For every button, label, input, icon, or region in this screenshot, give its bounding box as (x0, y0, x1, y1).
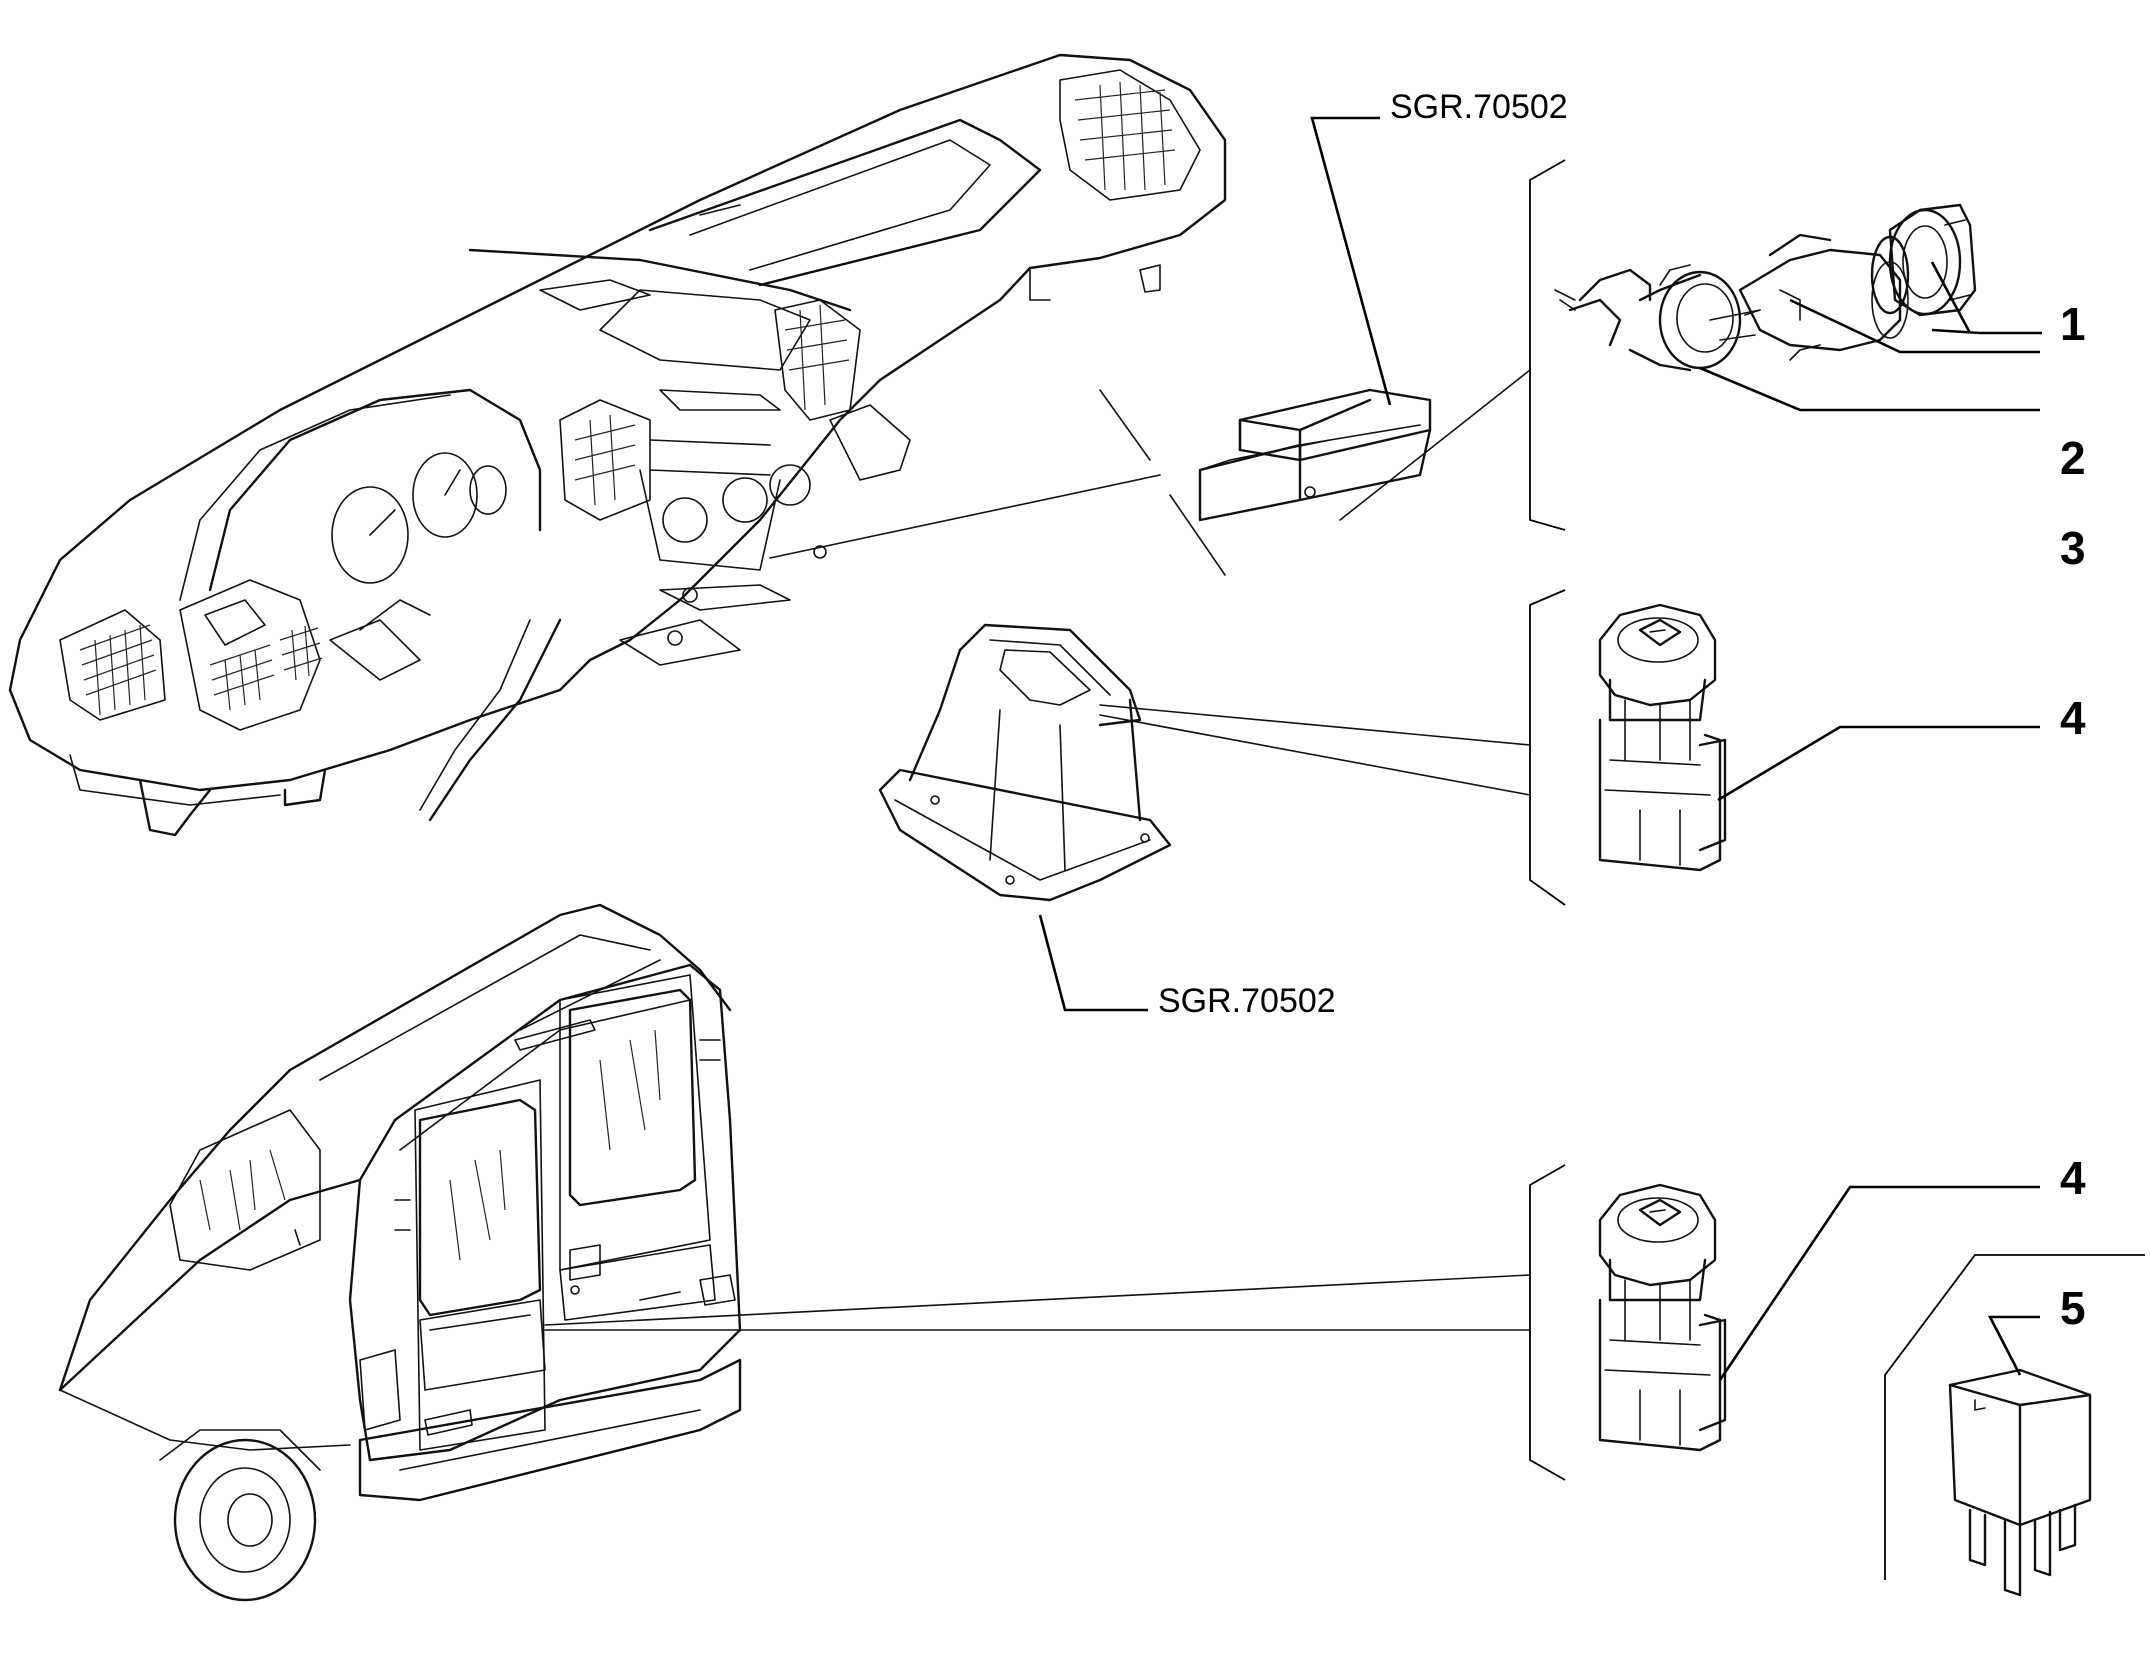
top-right-vent-grille (1074, 81, 1176, 191)
gear-shift-boot (878, 623, 1172, 902)
heater-knob-right (769, 464, 811, 506)
bracket-socket-upper (1529, 589, 1566, 906)
rear-window-right (568, 988, 697, 1207)
cigarette-lighter-assembly (1554, 203, 1977, 372)
bracket-socket-lower (1529, 1164, 1566, 1481)
pointer-lines (544, 159, 2145, 1580)
reference-label-top: SGR.70502 (1390, 88, 1568, 126)
left-center-vent-grille (209, 625, 323, 711)
dashboard-illustration (8, 53, 1227, 837)
van-illustration (58, 903, 742, 1602)
bracket-relay (1884, 1254, 2145, 1580)
callout-number-4-lower: 4 (2060, 1152, 2086, 1204)
lighter-knob-part-1 (1870, 203, 1977, 317)
wheel (173, 1438, 317, 1602)
lighter-body-part-2 (1738, 233, 1909, 361)
ecu-module (1198, 388, 1432, 522)
callout-number-5: 5 (2060, 1282, 2086, 1334)
center-vent-grille-right (784, 304, 850, 411)
relay-part-5 (1948, 1368, 2092, 1597)
callout-leaders (1038, 116, 2042, 1381)
heater-knob-left (662, 497, 708, 543)
callout-number-3: 3 (2060, 522, 2086, 574)
bracket-lighter (1529, 159, 1566, 531)
speedometer-gauge (331, 486, 409, 584)
lighter-socket-part-3 (1554, 264, 1761, 372)
callout-number-4-upper: 4 (2060, 692, 2086, 744)
rear-window-left (418, 1098, 542, 1317)
center-vent-grille-left (574, 414, 636, 506)
fuel-gauge (469, 465, 507, 515)
heater-knob-center (722, 477, 768, 523)
reference-label-middle: SGR.70502 (1158, 982, 1336, 1020)
callout-number-1: 1 (2060, 298, 2086, 350)
power-socket-part-4-lower (1598, 1183, 1727, 1452)
left-vent-grille (79, 624, 157, 716)
power-socket-part-4-upper (1598, 603, 1727, 872)
callout-number-2: 2 (2060, 432, 2086, 484)
tachometer-gauge (412, 452, 478, 538)
